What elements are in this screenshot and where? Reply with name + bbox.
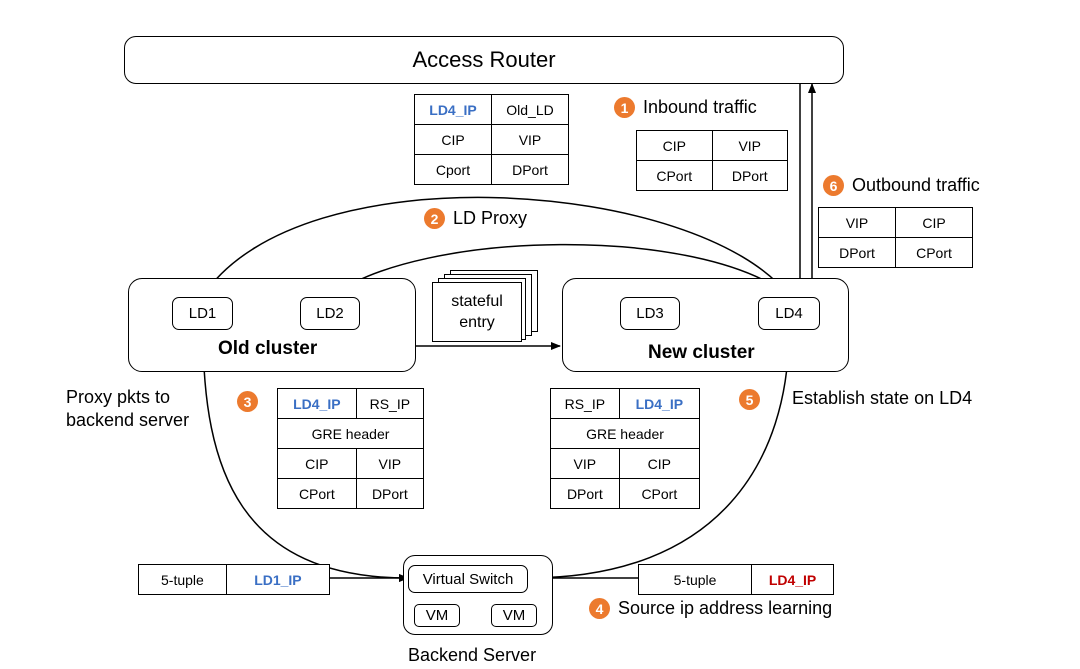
- stateful-entry-box: stateful entry: [432, 282, 522, 342]
- stateful-entry-line2: entry: [459, 314, 495, 331]
- step4-label: 4 Source ip address learning: [589, 598, 832, 619]
- header-cell: CPort: [895, 237, 973, 268]
- header-cell: CIP: [414, 124, 492, 155]
- header-cell: DPort: [491, 154, 569, 185]
- header-cell: LD4_IP: [618, 388, 701, 419]
- virtual-switch: Virtual Switch: [408, 565, 528, 593]
- step1-text: Inbound traffic: [643, 97, 757, 117]
- proxy-text-line1: Proxy pkts to: [66, 387, 171, 407]
- step6-text: Outbound traffic: [852, 175, 980, 195]
- header-cell: CIP: [895, 207, 973, 238]
- tuple-cell: LD1_IP: [225, 564, 331, 595]
- ld4-node: LD4: [758, 297, 820, 330]
- ld-proxy-arc-ld2: [331, 243, 790, 297]
- step2-label: 2 LD Proxy: [424, 208, 527, 229]
- header-cell: DPort: [355, 478, 425, 509]
- header-cell: CPort: [277, 478, 357, 509]
- header-cell: LD4_IP: [277, 388, 357, 419]
- header-cell: RS_IP: [355, 388, 425, 419]
- state-path-arc: [527, 329, 793, 579]
- header-cell: CIP: [636, 130, 713, 161]
- step6-label: 6 Outbound traffic: [823, 175, 980, 196]
- old-cluster-title: Old cluster: [218, 338, 318, 359]
- ld4-label: LD4: [775, 305, 803, 322]
- header-cell: DPort: [550, 478, 620, 509]
- step2-badge: 2: [424, 208, 445, 229]
- stateful-entry-line1: stateful: [451, 293, 503, 310]
- ld3-node: LD3: [620, 297, 680, 330]
- step4-text: Source ip address learning: [618, 598, 833, 618]
- header-cell: VIP: [491, 124, 569, 155]
- step5-text: Establish state on LD4: [792, 388, 973, 408]
- header-cell: VIP: [711, 130, 788, 161]
- access-router: Access Router: [124, 36, 844, 84]
- virtual-switch-label: Virtual Switch: [422, 570, 514, 588]
- ld1-node: LD1: [172, 297, 233, 330]
- header-cell: DPort: [711, 160, 788, 191]
- access-router-label: Access Router: [412, 47, 556, 72]
- header-cell: LD4_IP: [414, 94, 492, 125]
- proxy-path-arc: [202, 329, 409, 582]
- vm-label: VM: [425, 607, 449, 624]
- backend-server-label: Backend Server: [408, 645, 537, 665]
- vm-box: VM: [414, 604, 460, 627]
- header-cell: CIP: [277, 448, 357, 479]
- header-cell: Old_LD: [491, 94, 569, 125]
- header-cell: CIP: [618, 448, 701, 479]
- header-cell: DPort: [818, 237, 896, 268]
- stateful-entry-stack: stateful entry: [432, 270, 542, 342]
- header-cell: CPort: [636, 160, 713, 191]
- proxy-text: Proxy pkts to backend server: [66, 386, 189, 432]
- step3-badge: 3: [237, 391, 258, 412]
- header-cell: RS_IP: [550, 388, 620, 419]
- ld2-node: LD2: [300, 297, 360, 330]
- step1-badge: 1: [614, 97, 635, 118]
- ld-proxy-arc-ld1: [202, 196, 790, 297]
- ld1-label: LD1: [188, 305, 217, 322]
- header-cell: VIP: [355, 448, 425, 479]
- proxy-text-line2: backend server: [66, 410, 190, 430]
- step4-badge: 4: [589, 598, 610, 619]
- header-cell: GRE header: [277, 418, 424, 449]
- ld3-label: LD3: [636, 305, 664, 322]
- tuple-cell: 5-tuple: [637, 564, 753, 595]
- step2-text: LD Proxy: [453, 208, 528, 228]
- header-cell: VIP: [550, 448, 620, 479]
- step1-label: 1 Inbound traffic: [614, 97, 757, 118]
- tuple-cell: LD4_IP: [751, 564, 834, 595]
- vm-box: VM: [491, 604, 537, 627]
- header-cell: CPort: [618, 478, 701, 509]
- ld2-label: LD2: [316, 305, 344, 322]
- vm-label: VM: [502, 607, 526, 624]
- header-cell: VIP: [818, 207, 896, 238]
- step5-badge: 5: [739, 389, 760, 410]
- header-cell: Cport: [414, 154, 492, 185]
- step6-badge: 6: [823, 175, 844, 196]
- tuple-cell: 5-tuple: [138, 564, 227, 595]
- header-cell: GRE header: [550, 418, 700, 449]
- new-cluster-title: New cluster: [648, 342, 755, 363]
